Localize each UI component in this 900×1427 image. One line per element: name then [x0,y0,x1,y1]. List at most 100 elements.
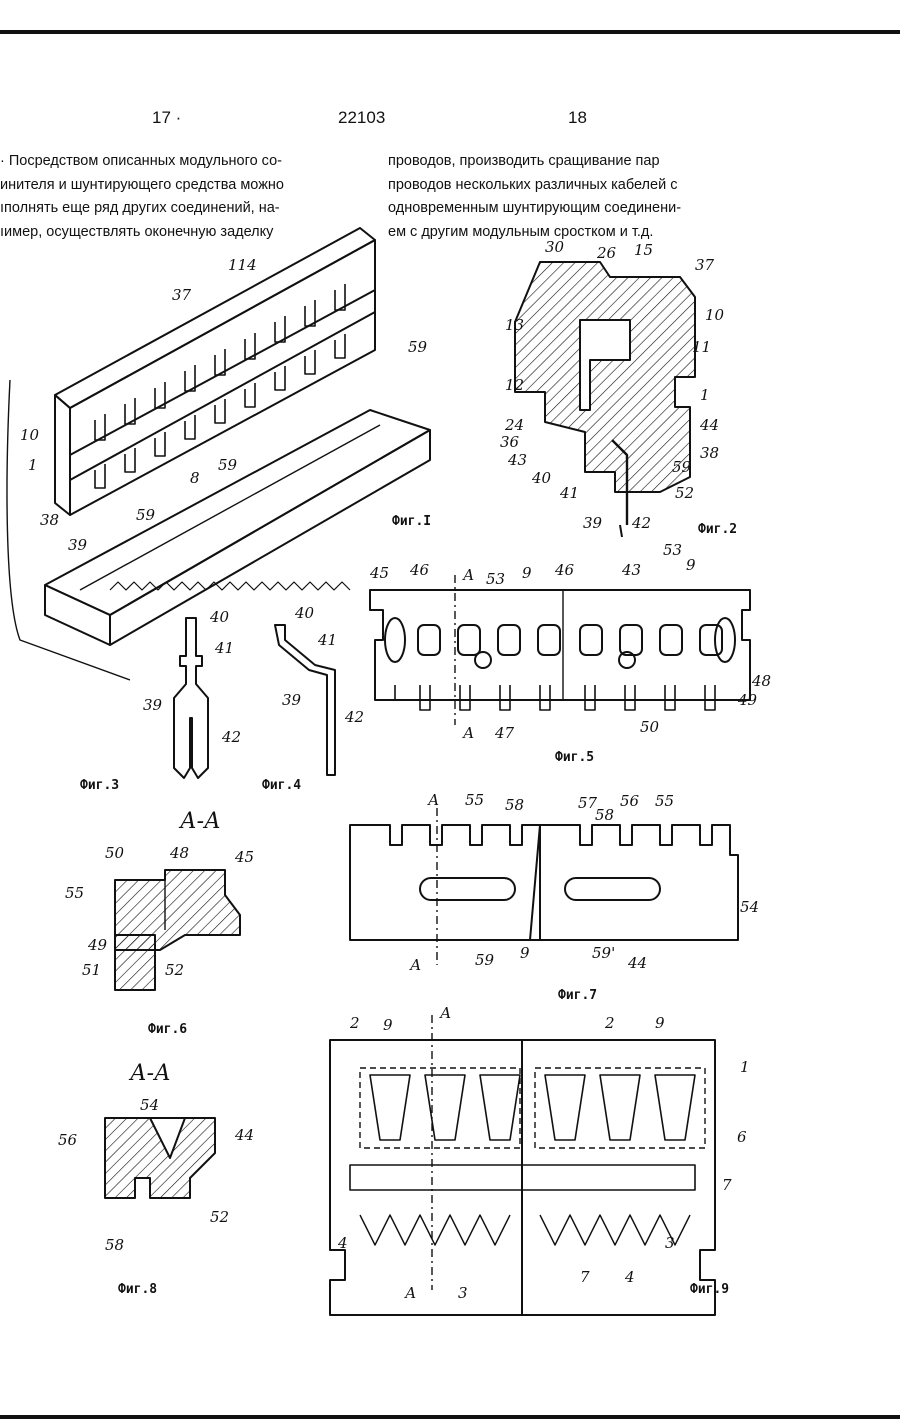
figure-8-drawing [105,1118,215,1198]
ref-label: 9 [520,944,530,962]
ref-label: 48 [169,844,189,862]
ref-label: 45 [234,848,254,866]
ref-label: 9 [522,564,532,582]
figure-2-drawing [515,262,695,537]
ref-label: 58 [595,806,614,824]
ref-label: 54 [740,898,759,916]
ref-label: 59 [408,338,428,356]
ref-label: 114 [228,256,257,274]
ref-label: 1 [28,456,38,474]
ref-label: 3 [665,1234,675,1252]
ref-label: 50 [105,844,125,862]
ref-label: 53 [486,570,505,588]
ref-label: 13 [505,316,524,334]
ref-label: 3 [458,1284,468,1302]
ref-label: 44 [234,1126,254,1144]
ref-label: 48 [751,672,771,690]
ref-label: 54 [140,1096,159,1114]
ref-label: 40 [209,608,230,626]
figure-4-caption: Фиг.4 [262,778,301,793]
ref-label: 38 [700,444,719,462]
ref-label: А [427,791,439,809]
ref-label: 56 [58,1131,78,1149]
ref-label: 41 [559,484,579,502]
ref-label: 37 [172,286,192,304]
ref-label: 36 [500,433,520,451]
figure-5-caption: Фиг.5 [555,750,594,765]
ref-label: 39 [143,696,163,714]
ref-label: 52 [210,1208,229,1226]
figure-6-caption: Фиг.6 [148,1022,187,1037]
ref-label: 44 [627,954,647,972]
ref-label: А [462,724,474,742]
ref-label: А [462,566,474,584]
section-label: А-А [178,809,221,834]
ref-label: 1 [740,1058,750,1076]
ref-label: 51 [82,961,101,979]
ref-label: 59' [592,944,615,962]
ref-label: 24 [504,416,524,434]
ref-label: 47 [494,724,515,742]
ref-label: 12 [505,376,524,394]
ref-label: 44 [699,416,719,434]
ref-label: 4 [624,1268,635,1286]
figure-7-labels: А 55 58 57 58 56 55 54 А 59 9 59' 44 [409,791,759,974]
ref-label: 40 [531,469,552,487]
ref-label: 55 [655,792,674,810]
ref-label: 59 [672,458,692,476]
ref-label: 30 [545,238,565,256]
ref-label: 2 [604,1014,615,1032]
ref-label: А [409,956,421,974]
figure-3-drawing [174,618,208,778]
ref-label: 41 [214,639,234,657]
ref-label: А [439,1004,451,1022]
ref-label: 6 [737,1128,747,1146]
ref-label: 26 [596,244,617,262]
ref-label: 55 [465,791,484,809]
section-label: А-А [128,1061,171,1086]
ref-label: 39 [68,536,88,554]
ref-label: 43 [507,451,527,469]
ref-label: 2 [349,1014,360,1032]
figure-7-caption: Фиг.7 [558,988,597,1003]
ref-label: 59 [136,506,156,524]
figure-8-caption: Фиг.8 [118,1282,157,1297]
figure-5-labels: 45 46 А 53 9 46 43 53 9 48 49 А 47 50 [369,541,771,742]
figure-9-labels: 2 9 А 2 9 1 6 7 4 3 7 4 А 3 [337,1004,750,1302]
ref-label: 59 [218,456,238,474]
ref-label: 52 [165,961,184,979]
ref-label: 11 [692,338,711,356]
ref-label: 45 [369,564,389,582]
figure-7-drawing [350,808,738,965]
ref-label: 39 [583,514,603,532]
ref-label: 50 [640,718,660,736]
ref-label: 55 [65,884,84,902]
ref-label: 9 [655,1014,665,1032]
ref-label: 10 [20,426,40,444]
figure-1-caption: Фиг.I [392,514,431,529]
ref-label: 7 [722,1176,732,1194]
ref-label: 52 [675,484,694,502]
ref-label: 39 [282,691,302,709]
ref-label: 10 [705,306,725,324]
ref-label: 42 [631,514,651,532]
ref-label: 37 [695,256,715,274]
ref-label: 40 [294,604,315,622]
ref-label: 49 [87,936,108,954]
ref-label: 58 [505,796,524,814]
ref-label: 43 [621,561,641,579]
figure-2-caption: Фиг.2 [698,522,737,537]
ref-label: 53 [663,541,682,559]
ref-label: 41 [317,631,337,649]
figure-9-drawing [330,1015,715,1315]
ref-label: 46 [554,561,575,579]
ref-label: 15 [634,241,653,259]
ref-label: 4 [337,1234,348,1252]
figure-9-caption: Фиг.9 [690,1282,729,1297]
bottom-rule [0,1415,900,1419]
ref-label: 56 [620,792,640,810]
ref-label: 58 [105,1236,124,1254]
ref-label: 49 [737,691,758,709]
ref-label: 38 [40,511,59,529]
